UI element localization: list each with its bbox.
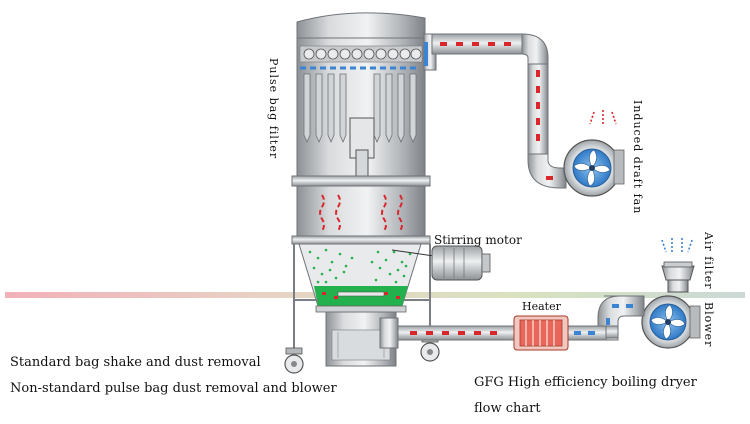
note-standard-bag-shake: Standard bag shake and dust removal	[10, 355, 261, 370]
note-non-standard-pulse-bag: Non-standard pulse bag dust removal and …	[10, 381, 337, 396]
blower-label: Blower	[702, 302, 715, 348]
induced-draft-fan-label: Induced draft fan	[631, 100, 644, 215]
stirring-motor-label: Stirring motor	[434, 233, 522, 247]
material-particles	[308, 248, 412, 284]
filter-bags	[303, 73, 417, 144]
caption-line2: flow chart	[474, 401, 541, 416]
exhaust-duct	[423, 33, 567, 189]
hot-air-pipe	[379, 317, 607, 349]
filter-nozzles	[303, 48, 422, 60]
air-filter-label: Air filter	[702, 232, 715, 290]
dryer-tower	[291, 12, 431, 367]
blower	[641, 295, 701, 349]
heater-label: Heater	[522, 300, 561, 313]
stirring-motor	[391, 245, 491, 281]
caster-wheel-left	[284, 347, 304, 374]
trolley-frame	[293, 244, 431, 352]
heater	[513, 315, 569, 351]
induced-draft-fan	[563, 110, 625, 197]
air-filter	[661, 238, 695, 293]
hot-air-waves	[319, 194, 403, 232]
pulse-bag-filter-label: Pulse bag filter	[267, 58, 280, 160]
caption-line1: GFG High efficiency boiling dryer	[474, 375, 697, 390]
